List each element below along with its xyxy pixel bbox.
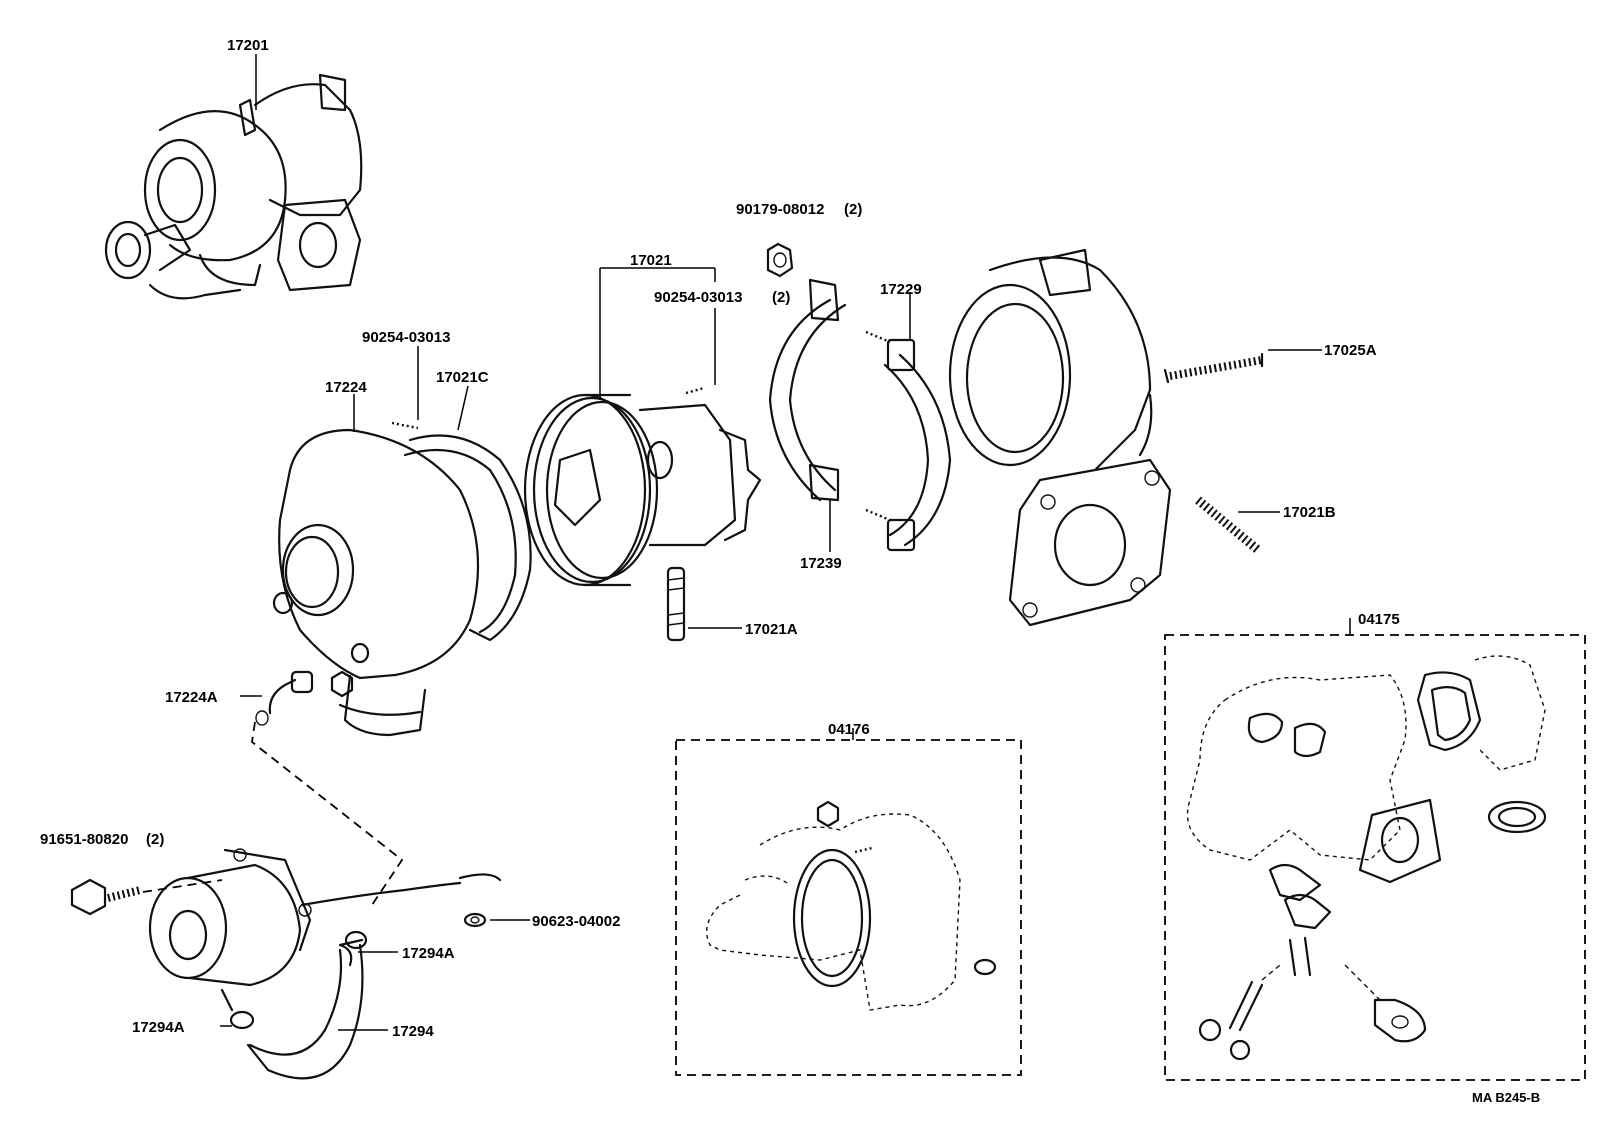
label-17239: 17239 — [800, 555, 842, 572]
bolt-91651-drawing — [70, 878, 141, 916]
leader-lines — [220, 54, 1351, 1031]
clamp-17239-drawing — [768, 278, 847, 502]
label-17224A: 17224A — [165, 689, 218, 706]
part-labels: 17201 90179-08012 (2) 17021 90254-03013 … — [40, 37, 1540, 1105]
clamp-17229-drawing — [865, 330, 952, 552]
label-17021C: 17021C — [436, 369, 489, 386]
stud-17025A-drawing — [1163, 352, 1264, 384]
center-cartridge-drawing — [523, 386, 762, 587]
label-17021B: 17021B — [1283, 504, 1336, 521]
label-17294A-upper: 17294A — [402, 945, 455, 962]
bolt-alignment-line — [142, 879, 223, 893]
label-17025A: 17025A — [1324, 342, 1377, 359]
label-04175: 04175 — [1358, 611, 1400, 628]
label-90623-04002: 90623-04002 — [532, 913, 620, 930]
gasket-kit-04175-drawing — [1164, 634, 1586, 1081]
turbocharger-assembly-drawing — [104, 73, 363, 300]
actuator-drawing — [148, 848, 502, 987]
label-90179-qty: (2) — [844, 201, 862, 218]
oil-pipe-17224A-drawing — [255, 670, 354, 726]
gasket-kit-04176-drawing — [675, 739, 1022, 1076]
nut-90179-drawing — [766, 242, 794, 278]
label-91651-qty: (2) — [146, 831, 164, 848]
reference-code: MA B245-B — [1472, 1090, 1540, 1105]
label-90254-03013-a: 90254-03013 — [362, 329, 450, 346]
stud-17021A-drawing — [666, 566, 686, 642]
label-90179-08012: 90179-08012 — [736, 201, 824, 218]
label-17224: 17224 — [325, 379, 367, 396]
vacuum-line-routing — [251, 721, 404, 906]
label-90254-b-qty: (2) — [772, 289, 790, 306]
label-17201: 17201 — [227, 37, 269, 54]
label-91651-80820: 91651-80820 — [40, 831, 128, 848]
hose-17294-drawing — [246, 938, 364, 1080]
label-17294A-lower: 17294A — [132, 1019, 185, 1036]
turbine-housing-drawing — [948, 248, 1172, 627]
washer-90623-drawing — [463, 912, 487, 928]
label-90254-03013-b: 90254-03013 — [654, 289, 742, 306]
label-04176: 04176 — [828, 721, 870, 738]
label-17294: 17294 — [392, 1023, 434, 1040]
label-17021: 17021 — [630, 252, 672, 269]
hose-clamp-drawing — [220, 930, 368, 1030]
compressor-housing-drawing — [272, 428, 480, 737]
stud-17021B-drawing — [1195, 496, 1261, 554]
label-17229: 17229 — [880, 281, 922, 298]
back-plate-drawing — [391, 421, 532, 642]
label-17021A: 17021A — [745, 621, 798, 638]
